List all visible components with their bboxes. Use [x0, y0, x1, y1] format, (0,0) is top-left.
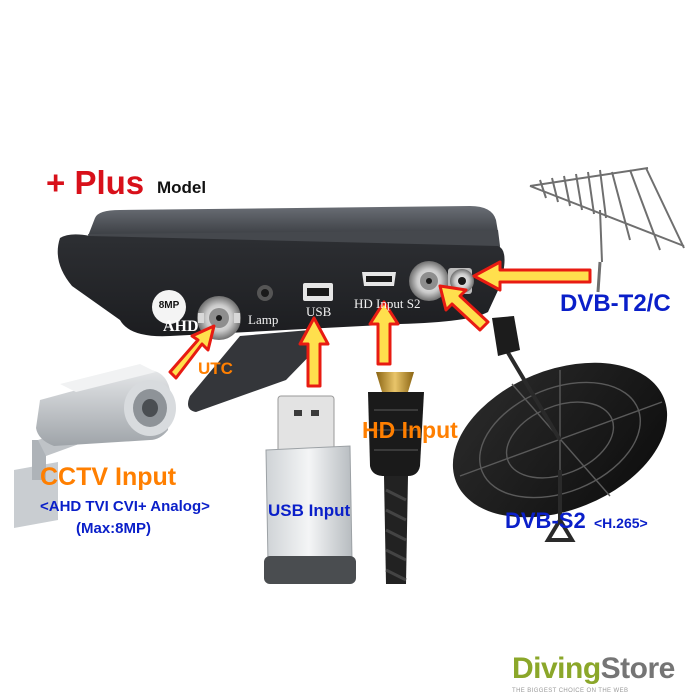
arrow-hdmi — [368, 300, 400, 366]
lamp-port-label: Lamp — [248, 312, 279, 327]
dvb-t2c-label: DVB-T2/C — [560, 290, 671, 317]
hdmi-cable — [368, 372, 424, 584]
arrow-dvb-s2 — [438, 284, 490, 332]
arrows — [168, 260, 592, 388]
cctv-formats-label: <AHD TVI CVI+ Analog> — [40, 498, 210, 515]
utc-label: UTC — [198, 359, 233, 378]
brand-name-part2: Store — [600, 652, 676, 685]
cctv-camera — [14, 364, 176, 528]
hd-port-label: HD Input S2 — [354, 296, 421, 311]
brand-logo: DivingStore — [512, 652, 675, 686]
satellite-dish — [452, 316, 668, 542]
model-title: Model — [157, 178, 207, 197]
usb-port-label: USB — [306, 304, 332, 319]
cctv-input-label: CCTV Input — [40, 463, 177, 491]
usb-port — [303, 283, 333, 301]
ahd-port-label: AHD — [163, 318, 199, 335]
brand-tagline: THE BIGGEST CHOICE ON THE WEB — [512, 688, 629, 694]
usb-input-label: USB Input — [268, 501, 351, 520]
tv-antenna — [529, 167, 685, 293]
arrow-dvb-t2 — [472, 260, 592, 292]
8mp-badge-label: 8MP — [158, 300, 180, 311]
dvb-s2-label: DVB-S2 — [505, 508, 586, 533]
arrow-utc — [168, 324, 216, 380]
dvb-s2-codec-label: <H.265> — [594, 515, 648, 531]
arrow-usb — [298, 316, 330, 388]
usb-stick — [264, 395, 356, 584]
hd-input-label: HD Input — [362, 417, 458, 443]
s2-bnc-port — [409, 261, 449, 301]
cctv-max-label: (Max:8MP) — [76, 520, 152, 537]
8mp-badge — [152, 290, 186, 324]
lamp-led — [257, 285, 273, 301]
hdmi-port — [362, 272, 396, 286]
plus-title: + Plus — [46, 164, 145, 201]
brand-name-part1: Diving — [512, 652, 601, 685]
